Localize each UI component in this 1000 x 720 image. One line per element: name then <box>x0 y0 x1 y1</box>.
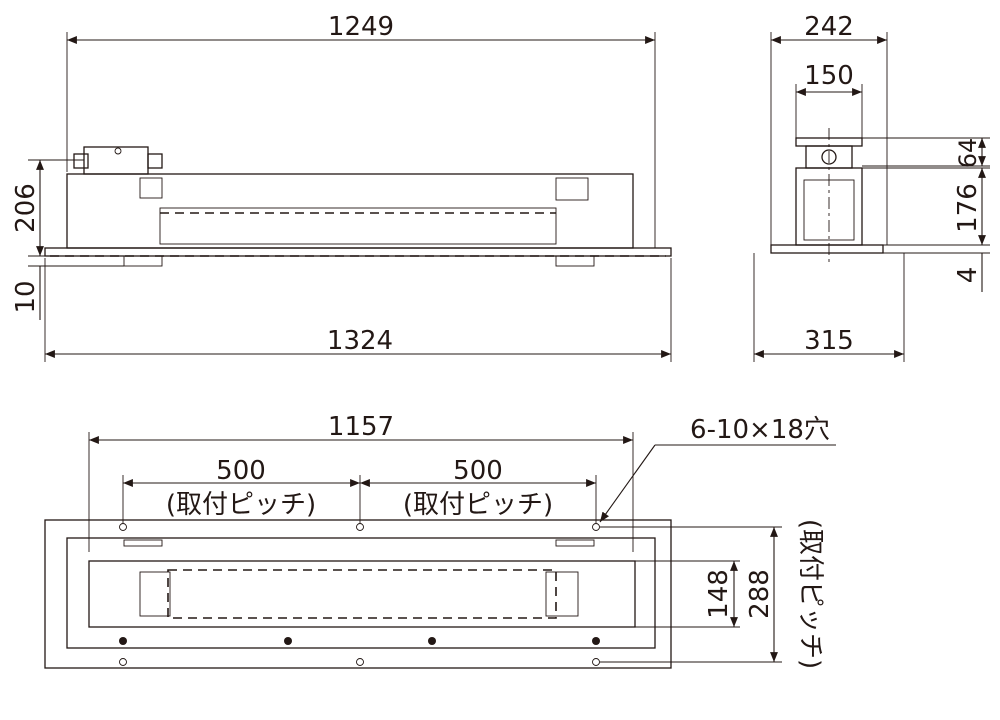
dim-4-label: 4 <box>953 267 983 284</box>
junction-box <box>83 146 149 175</box>
plan-view: 1157 500 (取付ピッチ) 500 (取付ピッチ) 6-10×18穴 14… <box>44 412 836 669</box>
dim-288-label: 288 <box>745 569 775 619</box>
dim-64-label: 64 <box>954 138 982 169</box>
plan-inner-frame <box>66 537 656 649</box>
hole <box>356 523 364 531</box>
dim-176-label: 176 <box>953 183 983 233</box>
cable-gland-right <box>147 153 163 169</box>
dim-1324-label: 1324 <box>327 326 393 356</box>
side-base-plate <box>770 244 884 254</box>
dim-500-right-label: 500 <box>453 456 503 486</box>
screw <box>284 637 292 645</box>
cable-gland-left <box>73 153 89 169</box>
hole <box>119 523 127 531</box>
junction-screw <box>114 147 122 155</box>
dim-500-left-label: 500 <box>216 456 266 486</box>
plan-bracket-right <box>545 571 579 617</box>
dim-1249-label: 1249 <box>328 12 394 42</box>
dim-500-left-note: (取付ピッチ) <box>166 490 316 520</box>
dim-288-note: (取付ピッチ) <box>795 519 825 669</box>
side-view: 242 150 64 176 4 315 <box>753 12 990 362</box>
base-plate <box>44 247 672 257</box>
dim-1157-label: 1157 <box>328 412 394 442</box>
front-housing <box>66 173 634 249</box>
clip-right <box>555 539 595 547</box>
screw <box>428 637 436 645</box>
plan-bracket-left <box>139 571 171 617</box>
hole <box>356 658 364 666</box>
side-cable-port <box>821 149 837 165</box>
front-bracket-right <box>555 177 589 201</box>
hole <box>119 658 127 666</box>
screw <box>592 637 600 645</box>
foot-left <box>123 255 163 267</box>
dim-148-label: 148 <box>704 569 734 619</box>
dim-242-label: 242 <box>804 12 854 42</box>
plan-opening <box>88 560 636 628</box>
dim-500-right-note: (取付ピッチ) <box>403 490 553 520</box>
hole-spec-label: 6-10×18穴 <box>690 415 830 445</box>
clip-left <box>123 539 163 547</box>
plan-outer-frame <box>44 519 672 669</box>
dim-150-label: 150 <box>804 61 854 91</box>
dim-10-label: 10 <box>11 280 41 313</box>
foot-right <box>555 255 595 267</box>
dim-315-label: 315 <box>804 326 854 356</box>
hole-spec-leader <box>599 444 656 523</box>
hole <box>592 523 600 531</box>
front-bracket-left <box>139 177 163 199</box>
plan-burner-outline <box>167 569 557 619</box>
front-view: 1249 1324 206 10 <box>11 12 672 362</box>
mounting-holes <box>119 523 600 666</box>
screw <box>119 637 127 645</box>
hole <box>592 658 600 666</box>
screws <box>119 637 600 645</box>
dim-206-label: 206 <box>11 183 41 233</box>
burner-assembly <box>159 207 557 245</box>
